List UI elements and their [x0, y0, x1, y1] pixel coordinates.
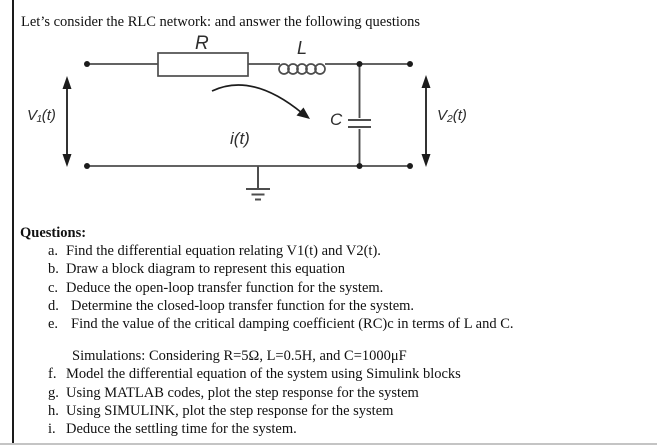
item-letter: i.: [48, 421, 56, 438]
questions-heading: Questions:: [20, 225, 87, 241]
question-item-a: a. Find the differential equation relati…: [20, 242, 645, 260]
inductor-symbol: [278, 63, 326, 75]
capacitor-symbol: [348, 64, 371, 166]
question-item-g: g. Using MATLAB codes, plot the step res…: [20, 384, 645, 402]
current-direction-arrow: [211, 84, 310, 119]
item-letter: a.: [48, 243, 59, 260]
output-voltage-label: V₂(t): [437, 107, 467, 124]
item-text: Determine the closed-loop transfer funct…: [71, 297, 415, 314]
item-letter: d.: [48, 297, 59, 314]
question-item-b: b. Draw a block diagram to represent thi…: [20, 260, 645, 278]
item-text: Deduce the settling time for the system.: [66, 421, 297, 438]
capacitor-label: C: [330, 110, 343, 129]
questions-section: Questions: a. Find the differential equa…: [20, 224, 645, 438]
input-voltage-arrow: [62, 76, 72, 167]
item-letter: h.: [48, 402, 59, 419]
item-text: Model the differential equation of the s…: [66, 366, 461, 383]
item-text: Find the value of the critical damping c…: [71, 316, 514, 333]
question-item-e: e. Find the value of the critical dampin…: [20, 315, 645, 333]
left-border-rule: [12, 0, 14, 445]
item-letter: b.: [48, 261, 59, 278]
item-letter: c.: [48, 279, 59, 296]
rlc-circuit-diagram: [62, 52, 431, 201]
item-letter: g.: [48, 384, 59, 401]
question-item-f: f. Model the differential equation of th…: [20, 365, 645, 383]
question-item-c: c. Deduce the open-loop transfer functio…: [20, 279, 645, 297]
resistor-symbol: [157, 52, 249, 77]
output-voltage-arrow: [421, 75, 431, 167]
item-text: Using MATLAB codes, plot the step respon…: [66, 384, 419, 401]
resistor-label: R: [195, 33, 209, 54]
question-item-d: d. Determine the closed-loop transfer fu…: [20, 297, 645, 315]
question-item-h: h. Using SIMULINK, plot the step respons…: [20, 402, 645, 420]
item-text: Using SIMULINK, plot the step response f…: [66, 402, 394, 419]
item-text: Deduce the open-loop transfer function f…: [66, 279, 384, 296]
bottom-border-rule: [0, 443, 657, 445]
current-label: i(t): [230, 129, 250, 148]
simulations-note: Simulations: Considering R=5Ω, L=0.5H, a…: [72, 348, 407, 365]
item-text: Find the differential equation relating …: [66, 243, 381, 260]
page-title: Let’s consider the RLC network: and answ…: [21, 14, 421, 30]
item-letter: f.: [48, 366, 57, 383]
question-item-i: i. Deduce the settling time for the syst…: [20, 420, 645, 438]
inductor-label: L: [297, 38, 308, 58]
item-letter: e.: [48, 316, 59, 333]
input-voltage-label: V₁(t): [27, 107, 56, 124]
junction-dots: [84, 61, 413, 169]
ground-symbol: [246, 166, 270, 201]
item-text: Draw a block diagram to represent this e…: [66, 261, 346, 278]
